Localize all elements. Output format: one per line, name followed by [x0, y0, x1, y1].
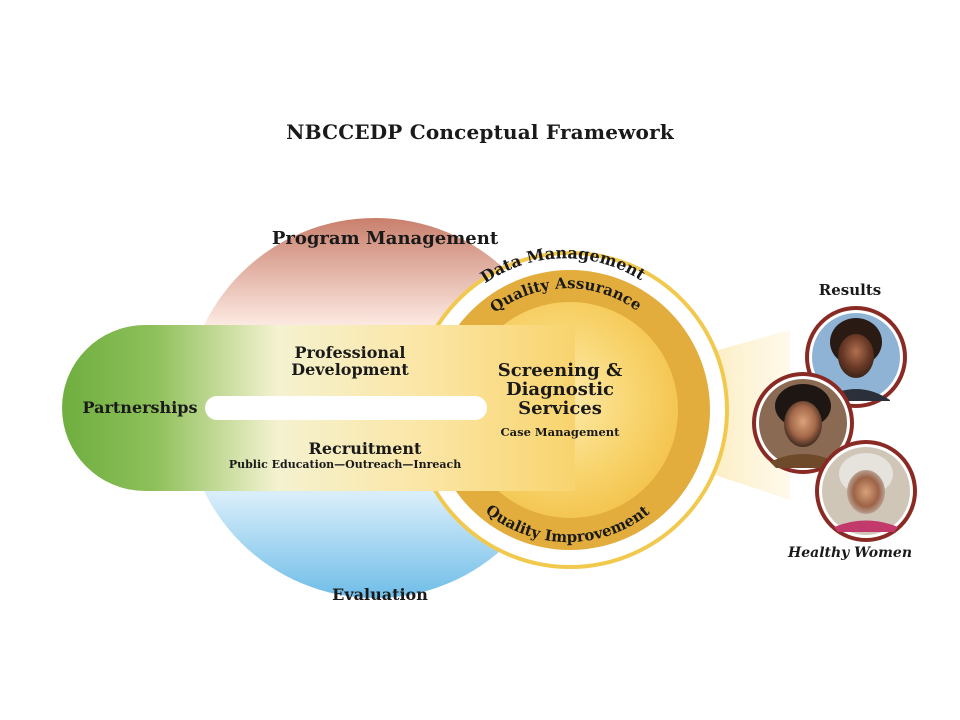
diagram-title: NBCCEDP Conceptual Framework: [286, 120, 674, 144]
photo-woman-2: [752, 372, 854, 474]
recruitment-label: Recruitment: [308, 439, 422, 458]
bar-slot: [205, 396, 487, 420]
professional-development-label: Professional Development: [291, 343, 409, 379]
photo-woman-3: [815, 440, 917, 542]
case-management-label: Case Management: [500, 425, 620, 439]
recruitment-detail-label: Public Education—Outreach—Inreach: [228, 458, 462, 471]
evaluation-label: Evaluation: [332, 585, 428, 604]
partnerships-label: Partnerships: [82, 398, 198, 417]
results-label: Results: [818, 281, 882, 299]
healthy-women-label: Healthy Women: [788, 545, 912, 561]
program-management-label: Program Management: [271, 228, 499, 249]
screening-label: Screening & Diagnostic Services: [497, 360, 623, 419]
